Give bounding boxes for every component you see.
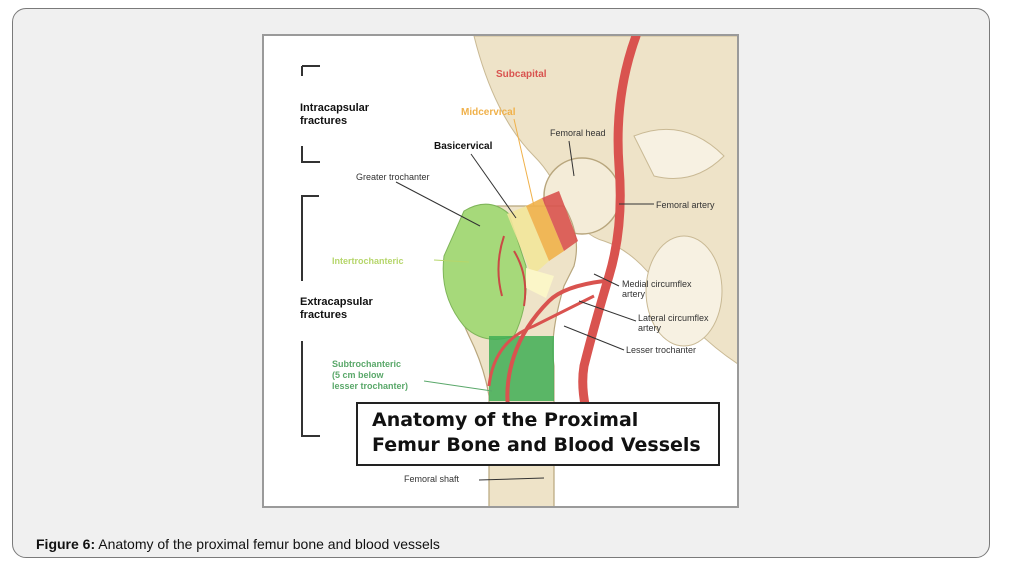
leader-greater-troch bbox=[395, 181, 481, 227]
label-subtrochanteric-3: lesser trochanter) bbox=[332, 381, 409, 391]
leader-subtroch bbox=[423, 380, 493, 392]
figure-image: Subcapital Midcervical Basicervical Femo… bbox=[262, 34, 739, 508]
obturator-foramen bbox=[645, 235, 723, 347]
label-medial-circumflex-1: Medial circumflex bbox=[622, 279, 692, 289]
pelvis-detail bbox=[633, 128, 725, 179]
caption-text: Anatomy of the proximal femur bone and b… bbox=[95, 536, 440, 552]
label-subtrochanteric-2: (5 cm below bbox=[332, 370, 384, 380]
subcapital-band bbox=[542, 191, 578, 251]
leader-shaft bbox=[478, 477, 545, 481]
leader-basicervical bbox=[470, 153, 517, 219]
label-extracapsular: Extracapsular fractures bbox=[300, 296, 373, 321]
caption-prefix: Figure 6: bbox=[36, 536, 96, 552]
label-subtrochanteric-1: Subtrochanteric bbox=[332, 359, 402, 369]
lateral-circumflex-artery bbox=[487, 294, 595, 387]
midcervical-band bbox=[526, 198, 564, 261]
leader-medial bbox=[593, 273, 620, 287]
basicervical-band bbox=[507, 206, 549, 276]
leader-lateral bbox=[578, 300, 637, 322]
leader-femoral-head bbox=[568, 140, 575, 177]
label-lateral-circumflex-2: artery bbox=[638, 323, 662, 333]
leader-midcervical bbox=[513, 118, 535, 207]
label-greater-trochanter: Greater trochanter bbox=[356, 172, 430, 182]
subtrochanteric-zone bbox=[489, 336, 554, 401]
figure-caption: Figure 6: Anatomy of the proximal femur … bbox=[36, 536, 440, 552]
figure-title-line1: Anatomy of the Proximal bbox=[372, 409, 639, 431]
label-lateral-circumflex-1: Lateral circumflex bbox=[638, 313, 709, 323]
bracket-extra-top bbox=[301, 195, 319, 281]
bracket-extra-bottom bbox=[301, 341, 320, 437]
label-femoral-shaft: Femoral shaft bbox=[404, 474, 460, 484]
bracket-top bbox=[301, 65, 320, 76]
bracket-bottom bbox=[301, 146, 320, 163]
label-femoral-head: Femoral head bbox=[550, 128, 606, 138]
small-vessels bbox=[497, 235, 527, 307]
label-subcapital: Subcapital bbox=[496, 69, 547, 80]
leader-lesser bbox=[563, 325, 625, 351]
label-medial-circumflex-2: artery bbox=[622, 289, 646, 299]
label-femoral-artery: Femoral artery bbox=[656, 200, 715, 210]
label-lesser-trochanter: Lesser trochanter bbox=[626, 345, 697, 355]
label-intracapsular: Intracapsular fractures bbox=[300, 102, 370, 127]
leader-intertroch bbox=[433, 259, 470, 263]
label-midcervical: Midcervical bbox=[461, 107, 516, 118]
label-basicervical: Basicervical bbox=[434, 141, 493, 152]
femoral-artery bbox=[578, 36, 641, 441]
figure-title-line2: Femur Bone and Blood Vessels bbox=[372, 434, 701, 456]
label-intertrochanteric: Intertrochanteric bbox=[332, 256, 404, 266]
figure-title-box: Anatomy of the Proximal Femur Bone and B… bbox=[356, 402, 720, 466]
intertrochanteric-band bbox=[526, 268, 554, 298]
